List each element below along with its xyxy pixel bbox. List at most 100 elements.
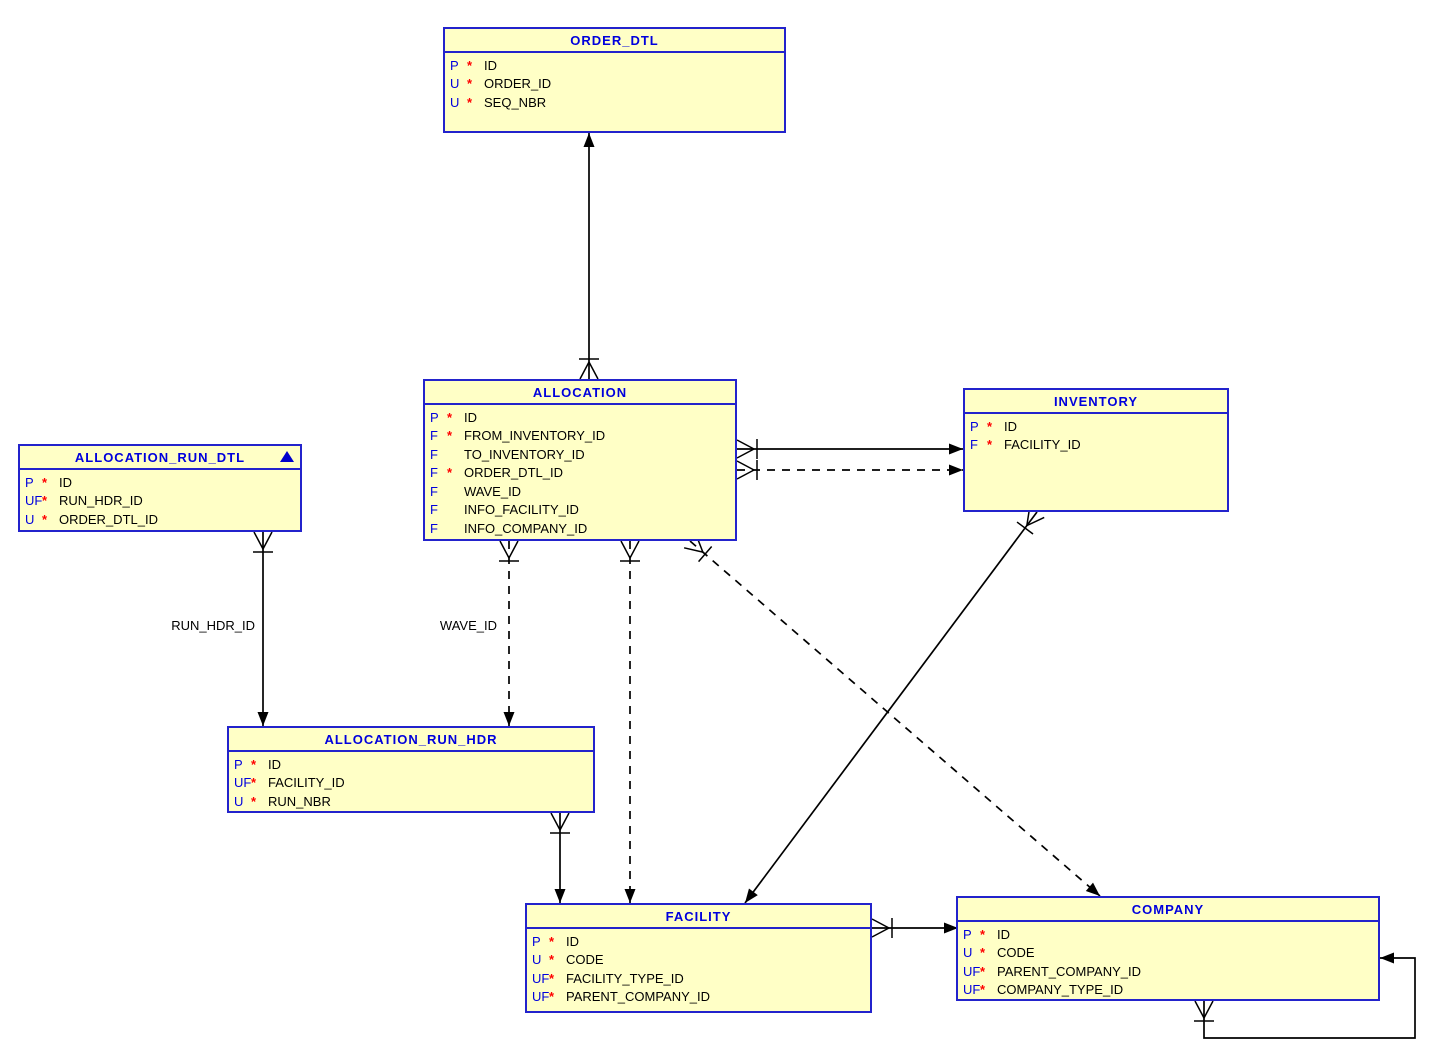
column-name: ID [268, 756, 281, 772]
column-row[interactable]: UF* FACILITY_ID [229, 774, 593, 793]
column-key-flag: U [963, 945, 973, 961]
column-row[interactable]: P*ID [229, 755, 593, 774]
column-row[interactable]: U*CODE [958, 944, 1378, 963]
column-required-flag: * [987, 437, 993, 453]
column-row[interactable]: U*SEQ_NBR [445, 93, 784, 112]
column-key-flag: P [25, 474, 34, 490]
column-required-flag: * [251, 775, 257, 791]
column-key-flag: U [234, 793, 244, 809]
arrowhead-marker [944, 922, 958, 934]
column-name: INFO_COMPANY_ID [464, 520, 588, 536]
column-name: ORDER_DTL_ID [59, 511, 158, 527]
column-key-flag: F [970, 437, 978, 453]
entity-title[interactable]: COMPANY [958, 898, 1378, 922]
column-key-flag: F [430, 446, 438, 462]
column-required-flag: * [42, 493, 48, 509]
column-row[interactable]: P*ID [958, 925, 1378, 944]
column-key-flag: U [532, 952, 542, 968]
column-row[interactable]: F*ORDER_DTL_ID [425, 464, 735, 483]
entity-title-text: ALLOCATION_RUN_DTL [74, 449, 246, 465]
column-required-flag: * [549, 970, 555, 986]
crowfoot-marker [499, 540, 519, 562]
entity-title[interactable]: FACILITY [527, 905, 870, 929]
column-name: ID [59, 474, 72, 490]
column-name: WAVE_ID [464, 483, 522, 499]
column-required-flag: * [549, 952, 555, 968]
column-name: ID [997, 926, 1010, 942]
column-key-flag: UF [234, 775, 252, 791]
relationship-run_hdr-to-facility[interactable] [550, 812, 570, 903]
relationship-allocation-to-order_dtl[interactable] [579, 133, 599, 380]
crowfoot-marker [579, 358, 599, 380]
relationship-allocation-to-inventory-to[interactable] [736, 460, 963, 480]
entity-title[interactable]: ALLOCATION_RUN_DTL [20, 446, 300, 470]
arrowhead-marker [583, 133, 595, 147]
entity-title-text: INVENTORY [1053, 393, 1139, 409]
column-row[interactable]: UF*PARENT_COMPANY_ID [527, 988, 870, 1007]
column-name: TO_INVENTORY_ID [464, 446, 585, 462]
column-name: RUN_NBR [268, 793, 331, 809]
relationship-facility-to-company[interactable] [871, 918, 958, 938]
column-row[interactable]: UF*COMPANY_TYPE_ID [958, 981, 1378, 1000]
column-key-flag: P [532, 933, 541, 949]
column-row[interactable]: UF*PARENT_COMPANY_ID [958, 962, 1378, 981]
column-row[interactable]: U*ORDER_DTL_ID [20, 510, 300, 529]
column-key-flag: F [430, 502, 438, 518]
column-name: ORDER_ID [484, 76, 552, 92]
column-row[interactable]: F INFO_COMPANY_ID [425, 519, 735, 538]
relationship-allocation-to-company[interactable] [683, 533, 1101, 897]
crowfoot-marker [620, 540, 640, 562]
column-row[interactable]: P*ID [20, 473, 300, 492]
column-row[interactable]: P*ID [425, 408, 735, 427]
column-key-flag: U [25, 511, 35, 527]
column-name: FACILITY_ID [268, 775, 345, 791]
column-row[interactable]: U*ORDER_ID [445, 75, 784, 94]
column-row[interactable]: P*ID [527, 932, 870, 951]
relationship-run_dtl-to-run_hdr[interactable] [253, 531, 273, 726]
column-key-flag: F [430, 520, 438, 536]
arrowhead-marker [949, 464, 963, 476]
entity-title[interactable]: ALLOCATION_RUN_HDR [229, 728, 593, 752]
relationship-allocation-to-facility[interactable] [620, 540, 640, 903]
relationship-inventory-to-facility[interactable] [744, 506, 1045, 904]
column-row[interactable]: U*RUN_NBR [229, 792, 593, 811]
column-name: ID [1004, 418, 1017, 434]
column-name: CODE [997, 945, 1035, 961]
column-row[interactable]: P*ID [445, 56, 784, 75]
entity-title-text: COMPANY [1131, 901, 1205, 917]
relationship-company-self-reference[interactable] [1194, 952, 1416, 1039]
column-key-flag: P [970, 418, 979, 434]
column-row[interactable]: UF*RUN_HDR_ID [20, 492, 300, 511]
column-key-flag: U [450, 76, 460, 92]
column-required-flag: * [980, 982, 986, 998]
column-required-flag: * [251, 756, 257, 772]
column-key-flag: F [430, 465, 438, 481]
column-row[interactable]: F*FROM_INVENTORY_ID [425, 427, 735, 446]
column-row[interactable]: U*CODE [527, 951, 870, 970]
column-row[interactable]: F*FACILITY_ID [965, 436, 1227, 455]
column-row[interactable]: P*ID [965, 417, 1227, 436]
entity-title[interactable]: ALLOCATION [425, 381, 735, 405]
entity-title[interactable]: ORDER_DTL [445, 29, 784, 53]
entity-title[interactable]: INVENTORY [965, 390, 1227, 414]
column-required-flag: * [447, 409, 453, 425]
column-row[interactable]: F TO_INVENTORY_ID [425, 445, 735, 464]
crowfoot-marker [550, 812, 570, 834]
relationship-allocation-to-inventory-from[interactable] [736, 439, 963, 459]
column-row[interactable]: UF*FACILITY_TYPE_ID [527, 969, 870, 988]
relationship-allocation-to-run_hdr-wave[interactable] [499, 540, 519, 726]
column-key-flag: F [430, 428, 438, 444]
